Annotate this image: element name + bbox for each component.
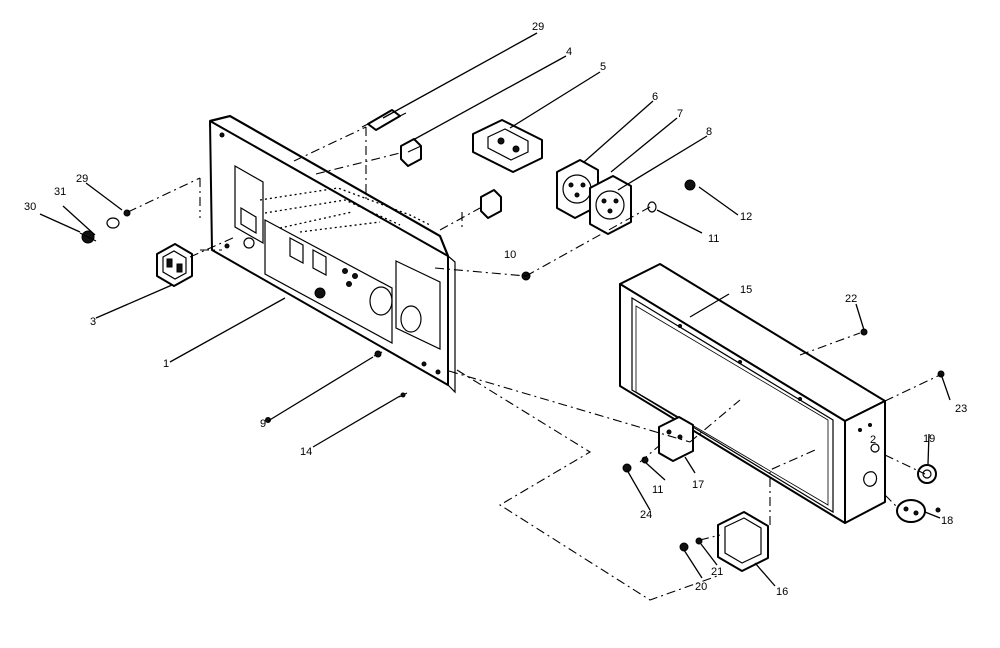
callout-29-top: 29 — [532, 21, 544, 33]
callout-15: 15 — [740, 284, 752, 296]
callout-23: 23 — [955, 403, 967, 415]
callout-20: 20 — [695, 581, 707, 593]
callout-2: 2 — [870, 434, 876, 446]
callout-6: 6 — [652, 91, 658, 103]
callout-numbers: 29 4 5 6 7 8 12 11 29 31 30 3 1 10 9 14 … — [24, 21, 967, 598]
callout-24: 24 — [640, 509, 652, 521]
hardware — [79, 179, 696, 423]
callout-31: 31 — [54, 186, 66, 198]
leader-lines — [39, 32, 951, 587]
circuit-breaker — [400, 138, 422, 167]
knob — [917, 464, 937, 484]
idle-switch — [156, 243, 193, 287]
callout-8: 8 — [706, 126, 712, 138]
callout-1: 1 — [163, 358, 169, 370]
callout-11-bottom: 11 — [652, 484, 663, 496]
callout-9: 9 — [260, 418, 266, 430]
callout-7: 7 — [677, 108, 683, 120]
callout-14: 14 — [300, 446, 312, 458]
duplex-receptacle — [472, 119, 543, 173]
callout-29-left: 29 — [76, 173, 88, 185]
terminal-bracket — [658, 416, 694, 462]
callout-18: 18 — [941, 515, 953, 527]
callout-19: 19 — [923, 433, 935, 445]
callout-11-top: 11 — [708, 233, 719, 245]
panel-housing — [619, 263, 886, 524]
callout-17: 17 — [692, 479, 704, 491]
callout-30: 30 — [24, 201, 36, 213]
callout-16: 16 — [776, 586, 788, 598]
cover-plate — [717, 511, 769, 572]
fuse-holder — [361, 109, 407, 131]
meter — [896, 499, 926, 523]
callout-22: 22 — [845, 293, 857, 305]
rocker-switch — [480, 189, 502, 219]
assembly-lines — [127, 126, 941, 601]
callout-5: 5 — [600, 61, 606, 73]
callout-3: 3 — [90, 316, 96, 328]
callout-21: 21 — [711, 566, 723, 578]
twist-lock-receptacle-b — [589, 175, 632, 235]
callout-10: 10 — [504, 249, 516, 261]
callout-12: 12 — [740, 211, 752, 223]
callout-4: 4 — [566, 46, 572, 58]
control-panel — [209, 114, 456, 394]
